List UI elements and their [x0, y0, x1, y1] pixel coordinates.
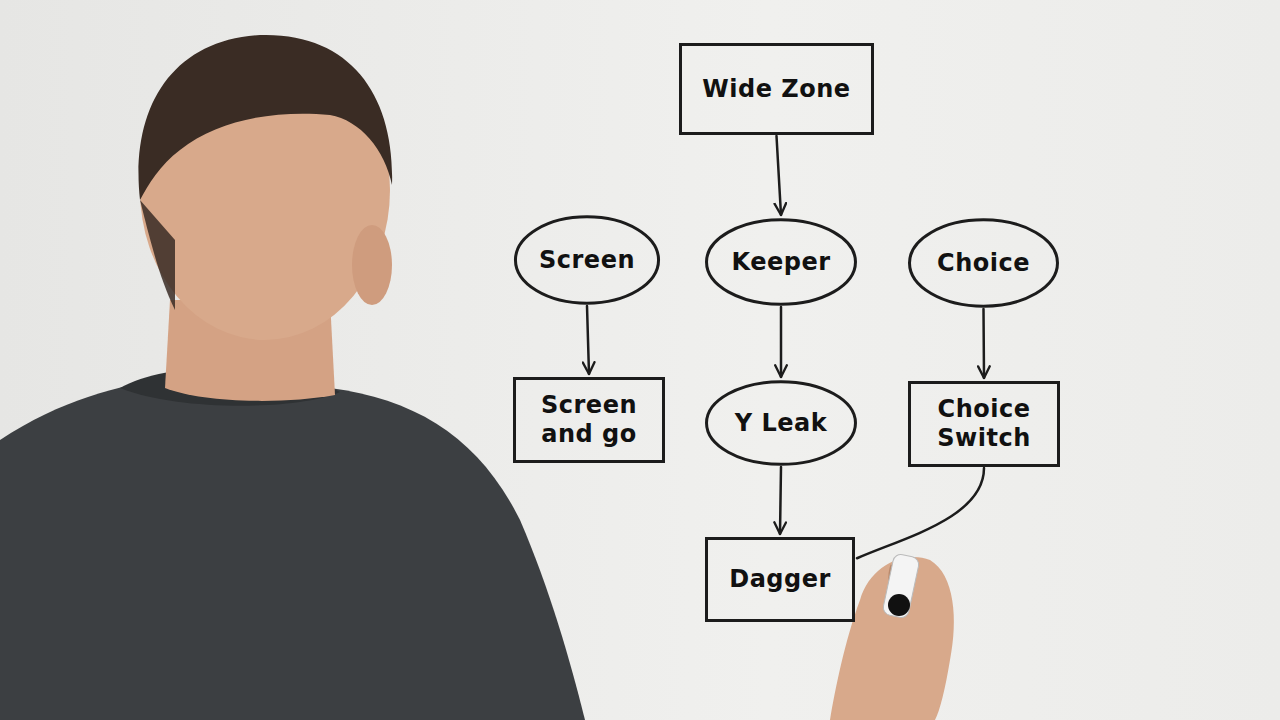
play-ellipse: Keeper [705, 218, 857, 306]
node-text-group: Dagger [729, 565, 831, 594]
node-text-group: Choice [937, 249, 1030, 278]
hair [139, 35, 393, 200]
hair-back [140, 200, 175, 310]
marker-cap [888, 594, 910, 616]
node-text-group: Wide Zone [702, 75, 850, 104]
play-box: Choice Switch [908, 381, 1060, 467]
play-box: Wide Zone [679, 43, 874, 135]
flow-arrow [777, 136, 782, 215]
node-label: Choice Switch [923, 395, 1045, 453]
play-ellipse: Choice [908, 218, 1059, 308]
play-ellipse: Screen [514, 215, 660, 305]
node-text-group: Keeper [731, 248, 830, 277]
node-label: Wide Zone [702, 75, 850, 104]
node-text-group: Y Leak [735, 409, 827, 438]
marker-body [882, 553, 920, 619]
node-text-group: Choice Switch [923, 395, 1045, 453]
play-box: Screen and go [513, 377, 665, 463]
node-label: Keeper [731, 248, 830, 277]
ear [352, 225, 392, 305]
node-label: Y Leak [735, 409, 827, 438]
node-label: Screen [539, 246, 635, 275]
node-text-group: Screen [539, 246, 635, 275]
flow-arrow [587, 306, 589, 374]
flow-arrow [780, 307, 783, 377]
flow-arrow [780, 467, 781, 534]
shirt [0, 378, 585, 720]
node-label: Dagger [729, 565, 831, 594]
node-label: Screen and go [528, 391, 650, 449]
flow-arrow [982, 309, 985, 378]
play-ellipse: Y Leak [705, 380, 857, 466]
node-label: Choice [937, 249, 1030, 278]
node-text-group: Screen and go [528, 391, 650, 449]
play-box: Dagger [705, 537, 855, 622]
flow-arrow [857, 468, 984, 558]
